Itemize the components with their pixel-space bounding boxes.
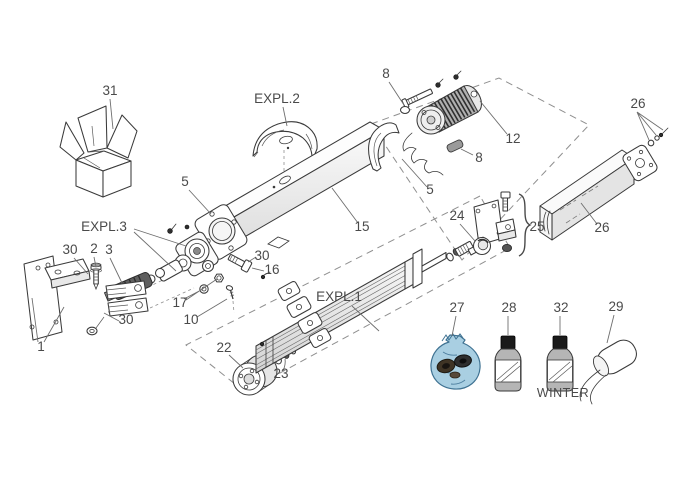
cylinder-clamp-blocks: [259, 271, 332, 348]
part-motor-12: [399, 70, 482, 176]
cylinder-ribs: [255, 265, 406, 370]
part-gearbox-expl3: [103, 204, 248, 302]
part-stirrup-bracket-5: [368, 122, 400, 172]
part-washer-nut-17: [199, 273, 225, 294]
part-bag-27: [430, 333, 481, 390]
label-8b: 8: [475, 150, 483, 165]
label-3: 3: [105, 242, 113, 257]
part-capacitor-29: [579, 339, 637, 405]
part-grommet-8: [446, 139, 464, 153]
label-22: 22: [216, 340, 231, 355]
label-30b: 30: [118, 312, 133, 327]
bracket-nut: [501, 243, 512, 252]
label-10: 10: [183, 312, 198, 327]
label-17: 17: [172, 295, 187, 310]
part-cover-expl2: [252, 121, 318, 162]
part-rear-tube-26: [539, 127, 669, 241]
part-bracket-25: [473, 191, 532, 257]
threaded-stub: [454, 240, 474, 257]
label-5b: 5: [426, 182, 434, 197]
motor-long-screw: [401, 88, 433, 109]
label-29: 29: [608, 299, 623, 314]
motor-nut-8: [399, 105, 411, 115]
labels: 31 EXPL.2 8 12 8 26 5 15 5 EXPL.3 30 2 3…: [37, 66, 645, 400]
label-15: 15: [354, 219, 369, 234]
part-wall-plate-1: [23, 255, 91, 341]
label-24: 24: [449, 208, 465, 223]
part-fork-3: [105, 280, 149, 317]
leader-lines: [31, 81, 664, 372]
motor-cable: [402, 132, 444, 176]
part-screw-10: [225, 285, 235, 300]
label-31: 31: [102, 83, 117, 98]
label-winter: WINTER: [537, 386, 589, 400]
label-2: 2: [90, 241, 98, 256]
label-30a: 30: [62, 242, 77, 257]
label-25: 25: [529, 219, 544, 234]
label-1: 1: [37, 339, 45, 354]
label-32: 32: [553, 300, 568, 315]
part-carton-box-31: [59, 105, 138, 198]
part-bottle-28: [494, 335, 522, 392]
label-16: 16: [264, 262, 279, 277]
part-nut-30: [86, 316, 105, 336]
label-expl2: EXPL.2: [254, 91, 300, 106]
label-12: 12: [505, 131, 520, 146]
part-cylinder-expl1: [232, 236, 492, 396]
part-bottle-32: [546, 335, 574, 392]
label-26b: 26: [594, 220, 609, 235]
label-expl3: EXPL.3: [81, 219, 127, 234]
label-5a: 5: [181, 174, 189, 189]
label-23: 23: [273, 366, 288, 381]
label-27: 27: [449, 300, 464, 315]
part-bolt-16: [227, 254, 253, 273]
label-28: 28: [501, 300, 516, 315]
label-26a: 26: [630, 96, 645, 111]
label-expl1: EXPL.1: [316, 289, 362, 304]
brace-25: [518, 193, 532, 257]
label-30c: 30: [254, 248, 269, 263]
label-8a: 8: [382, 66, 390, 81]
part-screw-2: [90, 262, 102, 291]
